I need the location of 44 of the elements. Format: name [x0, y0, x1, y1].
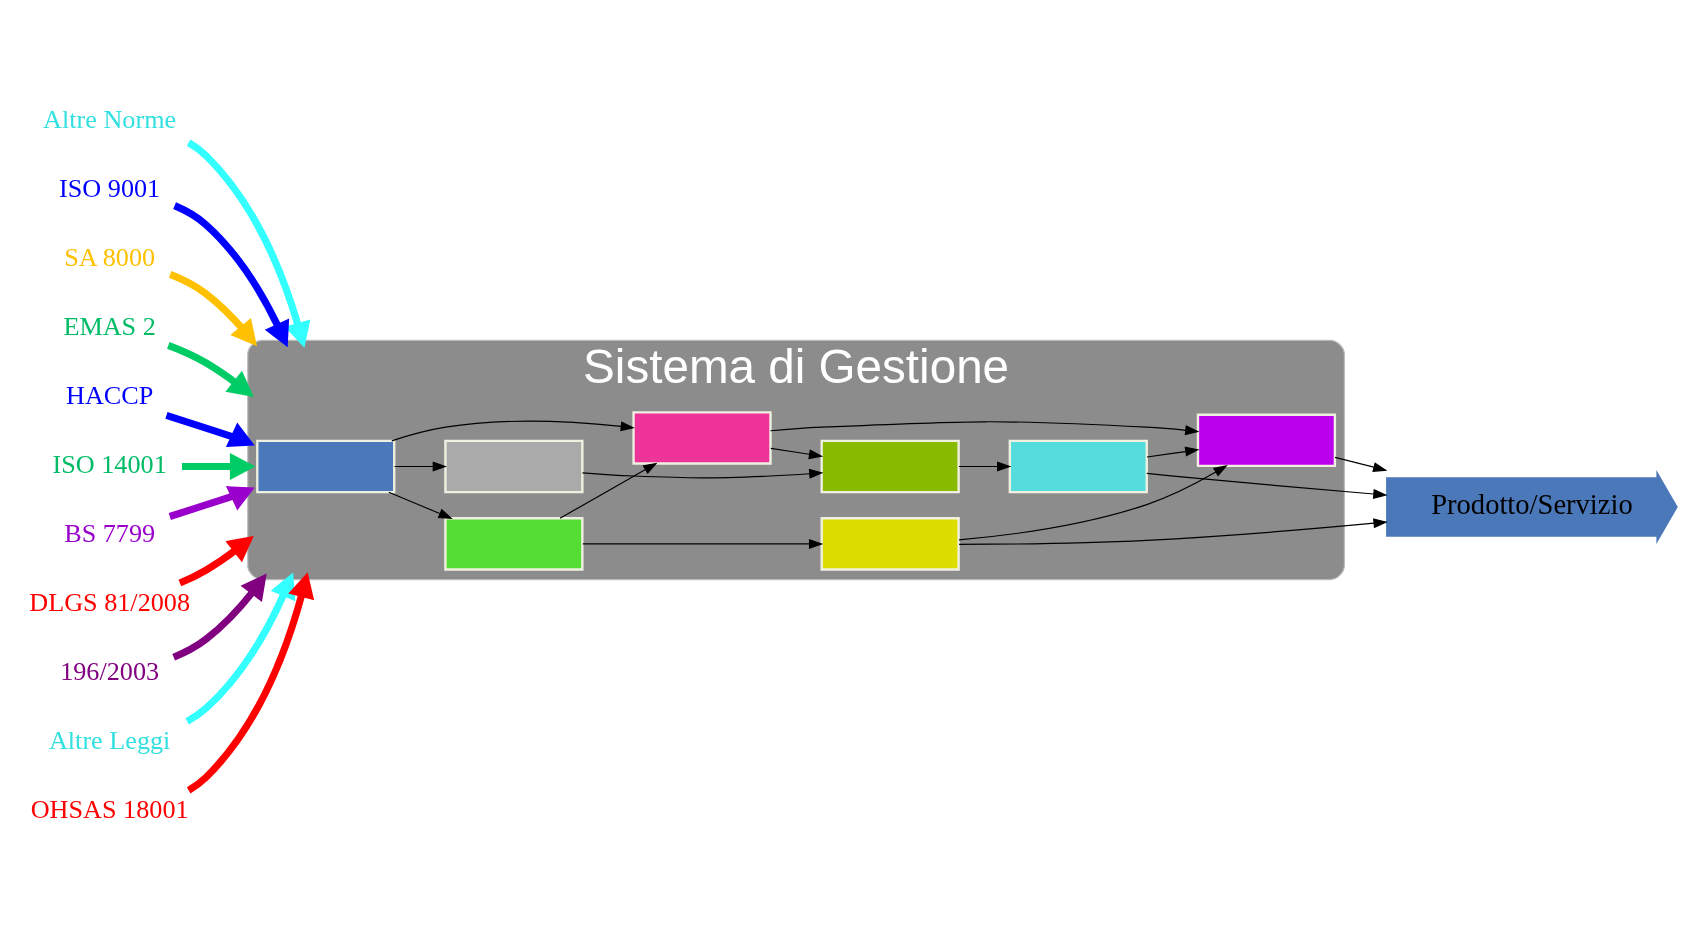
arrow	[173, 202, 290, 348]
node-box	[1008, 439, 1148, 494]
cluster: Sistema di Gestione	[247, 339, 1345, 581]
arrow	[958, 465, 1228, 541]
arrow	[1146, 472, 1388, 499]
arrow	[186, 572, 315, 794]
node-box	[444, 439, 584, 494]
arrow	[185, 572, 296, 725]
arrow	[958, 518, 1388, 545]
arrow	[769, 421, 1200, 436]
arrow	[958, 461, 1012, 472]
arrow	[1146, 446, 1200, 458]
arrow	[582, 538, 824, 549]
arrow	[1334, 456, 1388, 472]
node-text: Altre Norme	[43, 104, 177, 134]
node-box	[1196, 413, 1337, 468]
arrow	[559, 462, 658, 519]
node-text: ISO 9001	[59, 173, 161, 203]
node-text: ISO 14001	[52, 450, 167, 480]
arrow	[167, 342, 254, 397]
arrow	[172, 573, 267, 661]
arrow	[186, 139, 311, 348]
node-text: HACCP	[65, 381, 154, 411]
node-box	[632, 411, 772, 465]
node-box	[820, 439, 960, 494]
node-text: Altre Leggi	[48, 726, 171, 756]
node-box	[820, 517, 960, 571]
node-text: BS 7799	[64, 519, 156, 549]
arrow	[581, 468, 824, 479]
node-text: OHSAS 18001	[30, 795, 189, 825]
arrow	[391, 420, 635, 442]
arrow	[178, 536, 254, 587]
node-text: EMAS 2	[63, 312, 156, 342]
arrow	[388, 491, 453, 519]
arrow	[168, 486, 255, 520]
node-text: 196/2003	[60, 657, 160, 687]
node-box	[444, 517, 584, 571]
arrow	[168, 271, 257, 347]
arrow	[165, 412, 255, 447]
node-box	[256, 439, 396, 494]
arrow	[393, 461, 447, 472]
node-text: SA 8000	[64, 242, 156, 272]
node-text: DLGS 81/2008	[29, 588, 191, 618]
arrow	[770, 447, 824, 460]
